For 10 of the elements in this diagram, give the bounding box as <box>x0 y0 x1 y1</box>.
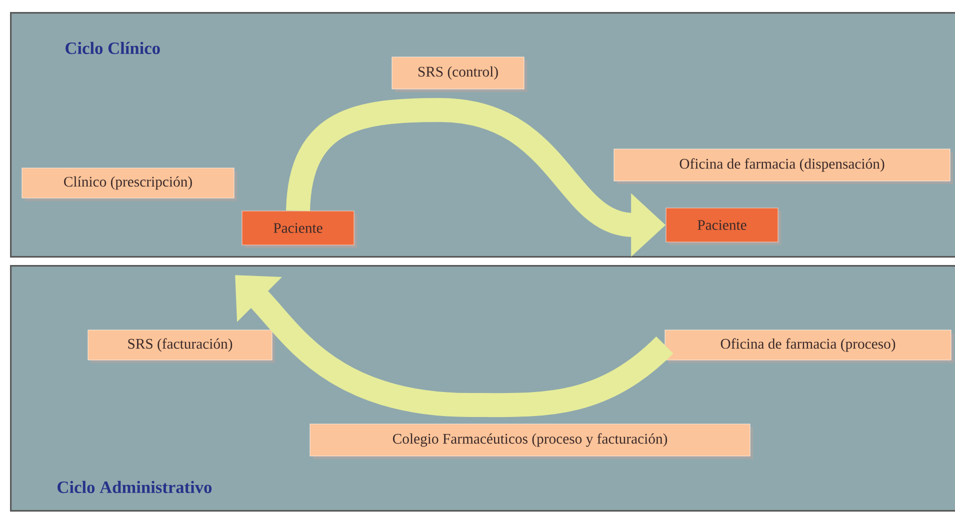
label-box: Clínico (prescripción) <box>22 168 237 201</box>
label-box: Oficina de farmacia (dispensación) <box>614 148 954 184</box>
panel-heading: Ciclo Clínico <box>66 42 160 54</box>
patient-box: Paciente <box>242 210 357 248</box>
panel-heading: Ciclo Administrativo <box>58 480 212 494</box>
patient-box: Paciente <box>666 208 782 245</box>
label-box: SRS (control) <box>392 56 527 92</box>
label-box: Oficina de farmacia (proceso) <box>664 330 954 363</box>
label-box: Colegio Farmacéuticos (proceso y facturación) <box>310 424 754 459</box>
label-box: SRS (facturación) <box>88 330 275 363</box>
